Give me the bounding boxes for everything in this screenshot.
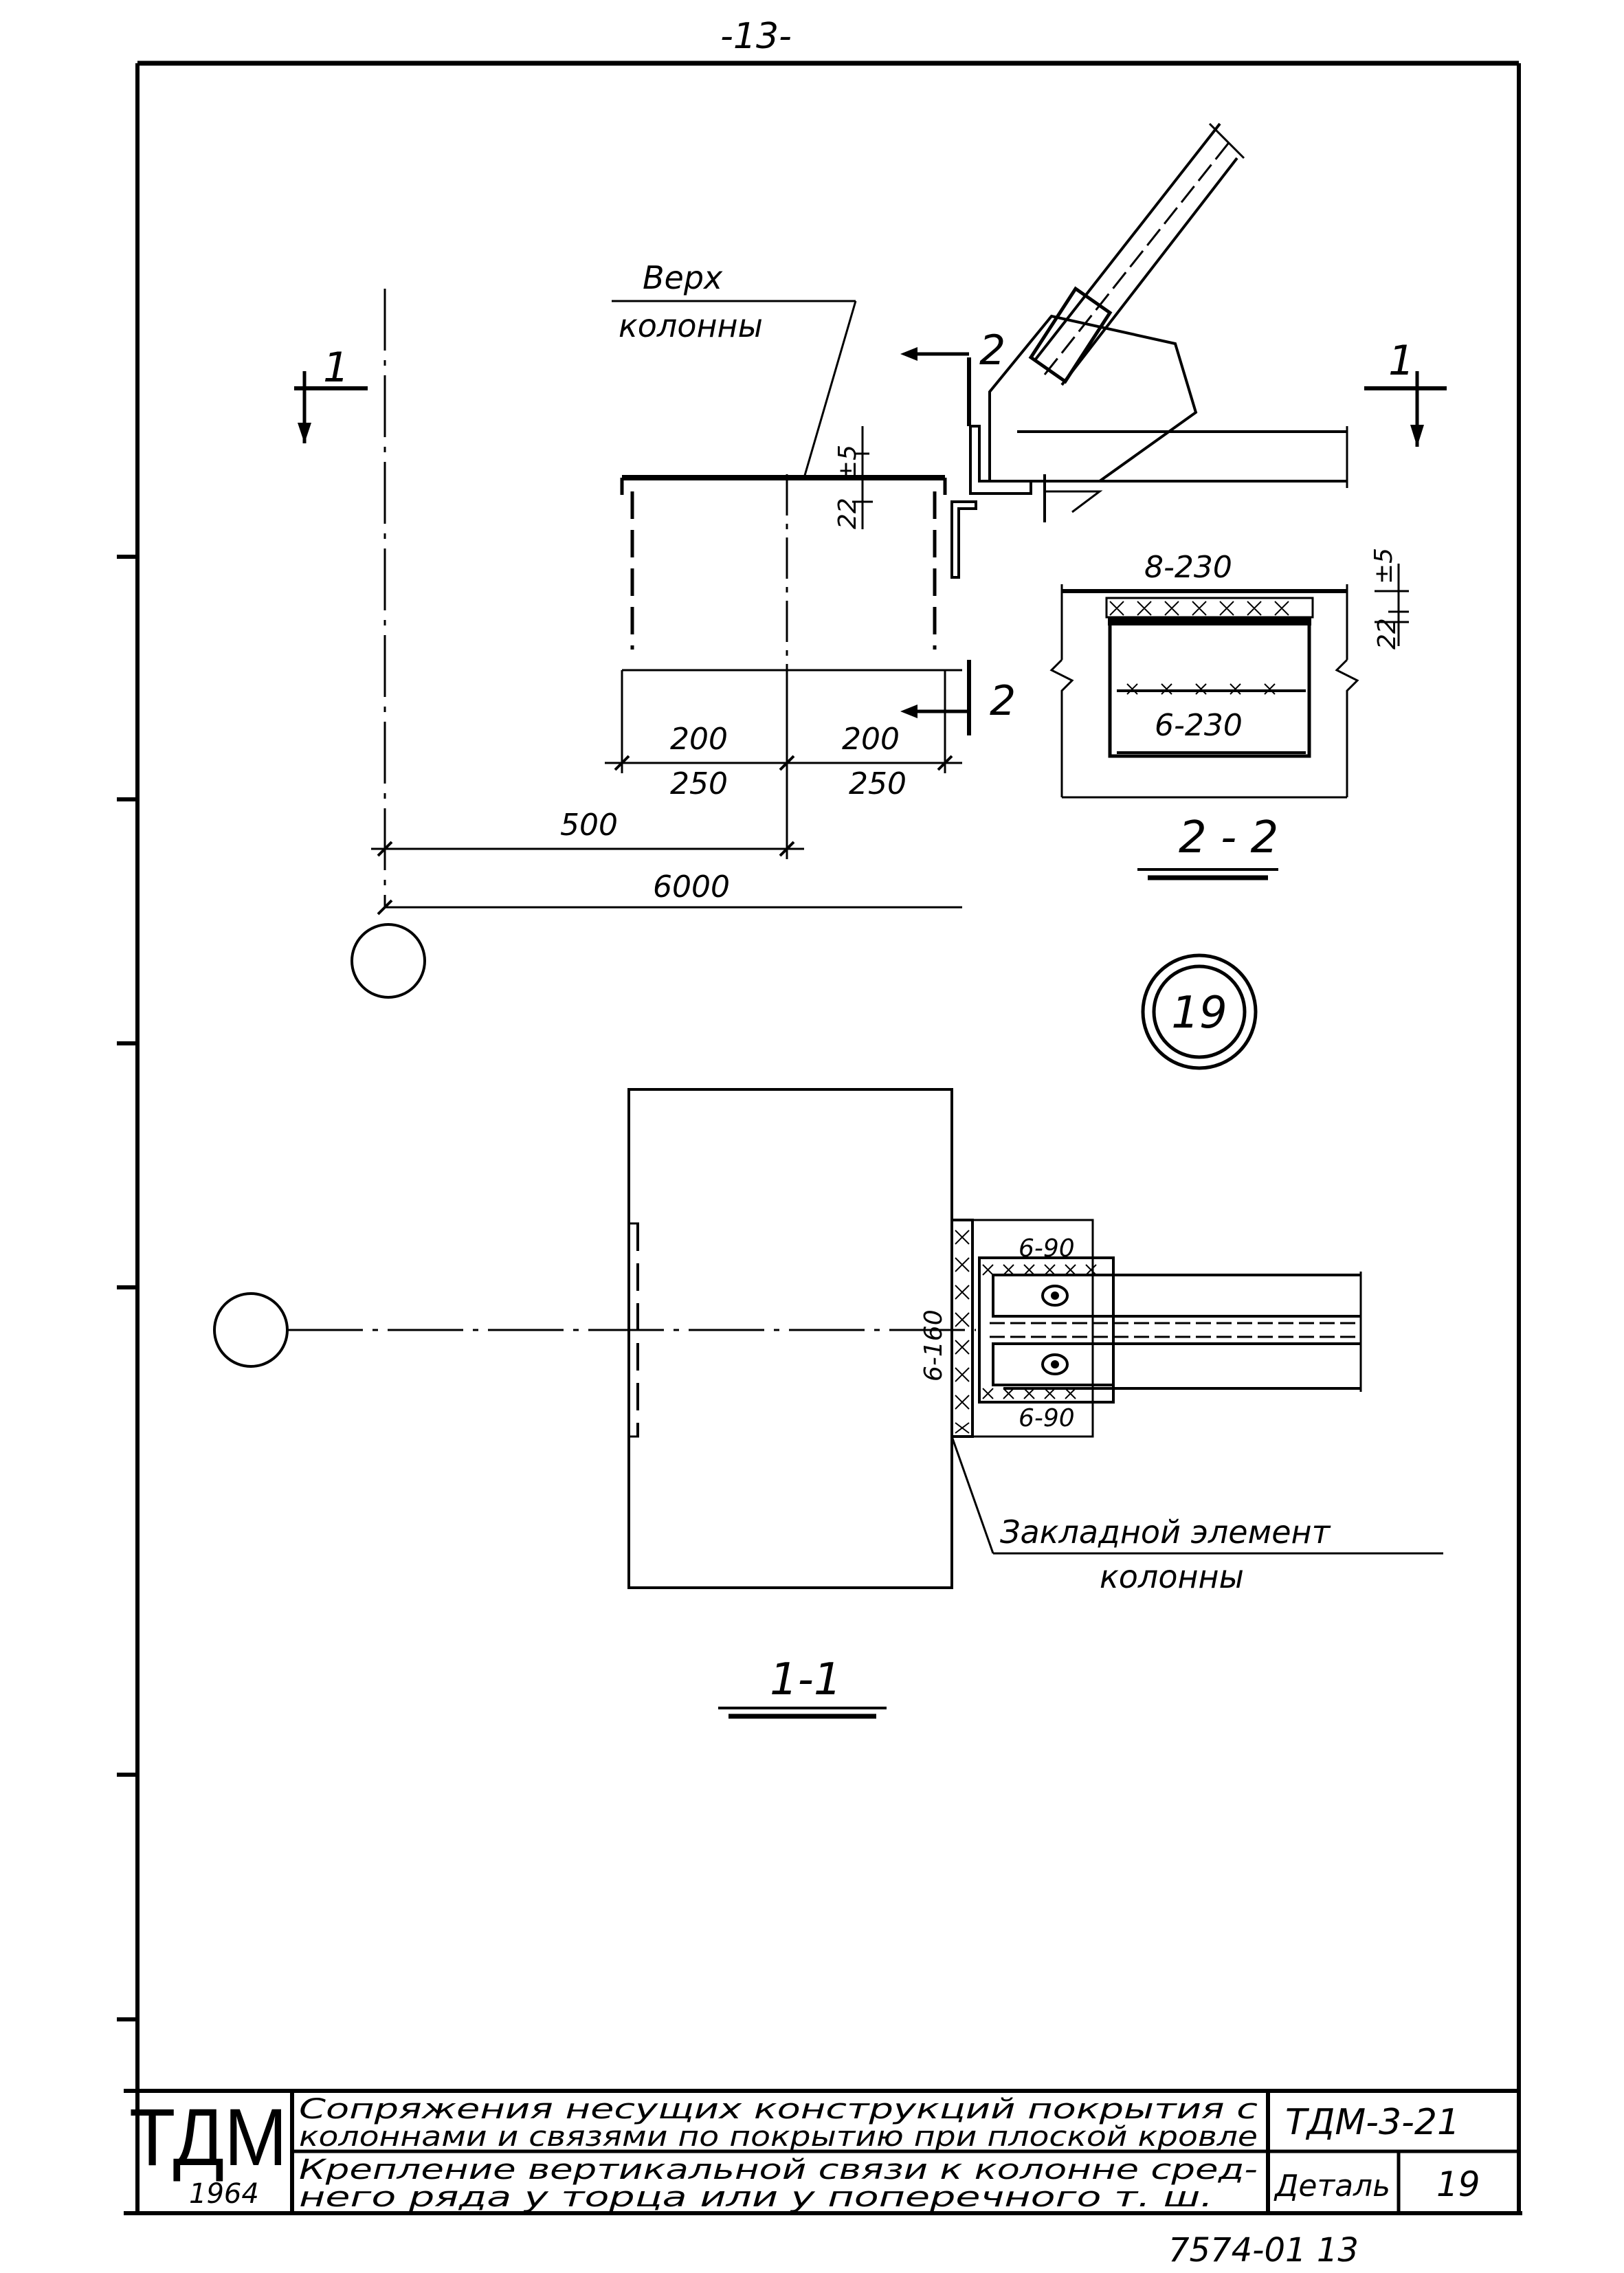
- svg-text:1: 1: [1388, 337, 1414, 385]
- connection-node: [950, 122, 1348, 579]
- weld-6-230: 6-230: [1155, 708, 1243, 743]
- section-1-1-title: 1-1: [770, 1654, 842, 1705]
- embedded-element-label-1: Закладной элемент: [1000, 1514, 1331, 1551]
- subtitle-line-1: Крепление вертикальной связи к колонне с…: [299, 2154, 1258, 2186]
- subtitle-line-2: него ряда у торца или у поперечного т. ш…: [299, 2182, 1213, 2213]
- plan-view: 1 1 Верх колонны ±5 22: [294, 122, 1447, 999]
- top-of-column-label-1: Верх: [643, 259, 723, 296]
- dim-22: 22: [834, 498, 862, 529]
- section-mark-2-top: 2: [900, 326, 1005, 426]
- section-1-1: 6-90 6-90 6-160 Закладной элемент колонн…: [213, 1088, 1443, 1719]
- top-of-column-label-2: колонны: [619, 307, 763, 344]
- weld-6-160: 6-160: [920, 1309, 948, 1382]
- section-2-2-title: 2 - 2: [1179, 812, 1278, 863]
- section-mark-2-bottom: 2: [900, 660, 1016, 735]
- detail-badge: 19: [1141, 953, 1258, 1070]
- detail-badge-number: 19: [1171, 988, 1227, 1039]
- column-top-view: [620, 474, 962, 674]
- axis-bubble-bottom: [213, 1292, 289, 1368]
- section-2-2: ±5 22 8-230 6-230 2 - 2: [1049, 548, 1409, 880]
- section-mark-1-right: 1: [1364, 337, 1447, 447]
- page-number: -13-: [720, 16, 792, 57]
- detail-number: 19: [1436, 2164, 1480, 2204]
- dim-250-left: 250: [670, 766, 728, 801]
- weld-8-230: 8-230: [1144, 550, 1232, 585]
- weld-6-90-top: 6-90: [1019, 1234, 1075, 1263]
- weld-6-90-bottom: 6-90: [1019, 1404, 1075, 1432]
- dim-250-right: 250: [849, 766, 906, 801]
- title-line-1: Сопряжения несущих конструкций покрытия …: [299, 2094, 1258, 2125]
- sheet-frame: [117, 60, 1522, 2215]
- svg-text:1: 1: [323, 344, 349, 392]
- detail-label: Деталь: [1273, 2169, 1390, 2204]
- year: 1964: [189, 2178, 259, 2210]
- dim-200-right: 200: [842, 722, 900, 757]
- title-block: ТДМ 1964 Сопряжения несущих конструкций …: [124, 2089, 1519, 2213]
- footer-number: 7574-01 13: [1168, 2231, 1359, 2270]
- title-line-2: колоннами и связями по покрытию при плос…: [299, 2121, 1258, 2153]
- section22-dim-plus5: ±5: [1370, 548, 1398, 584]
- dimensions-top: [371, 670, 962, 916]
- section-mark-1-left: 1: [294, 344, 368, 443]
- dim-6000: 6000: [653, 869, 730, 905]
- dim-plus5: ±5: [834, 445, 862, 481]
- dim-500: 500: [560, 808, 618, 843]
- tdm-logo: ТДМ: [129, 2092, 287, 2183]
- section22-dim-22: 22: [1373, 618, 1401, 650]
- embedded-element-label-2: колонны: [1100, 1558, 1244, 1595]
- drawing-code: ТДМ-3-21: [1285, 2102, 1460, 2143]
- column-section: [627, 1088, 953, 1589]
- axis-bubble-top: [351, 923, 426, 999]
- dim-200-left: 200: [670, 722, 728, 757]
- svg-text:2: 2: [990, 677, 1016, 725]
- svg-text:2: 2: [979, 326, 1005, 375]
